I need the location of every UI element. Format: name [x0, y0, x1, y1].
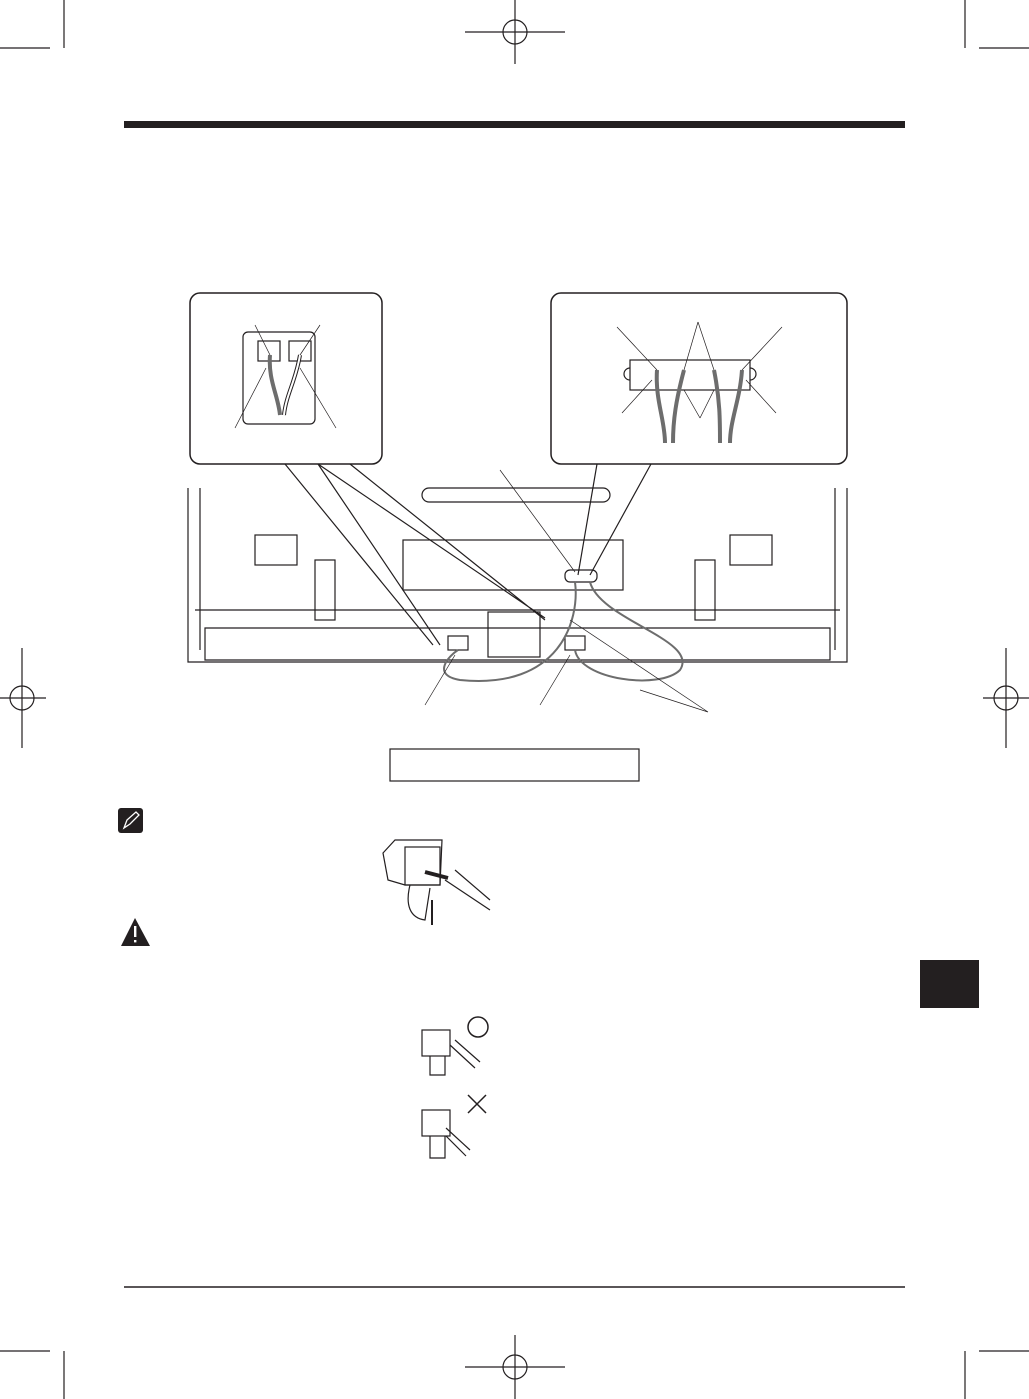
side-tab — [920, 960, 979, 1008]
pencil-note-icon — [118, 808, 143, 833]
connector-incorrect-illustration — [421, 1094, 487, 1159]
header-rule — [124, 121, 905, 128]
circle-ok-icon — [467, 1016, 489, 1038]
right-terminal-callout — [550, 292, 848, 576]
tv-rear-panel — [187, 469, 848, 713]
warning-triangle-icon — [121, 918, 150, 946]
left-terminal-callout — [189, 292, 546, 646]
cross-ng-icon — [467, 1094, 487, 1114]
caption-box — [389, 748, 640, 782]
connector-correct-illustration — [421, 1016, 489, 1076]
connector-insert-illustration — [382, 839, 491, 925]
